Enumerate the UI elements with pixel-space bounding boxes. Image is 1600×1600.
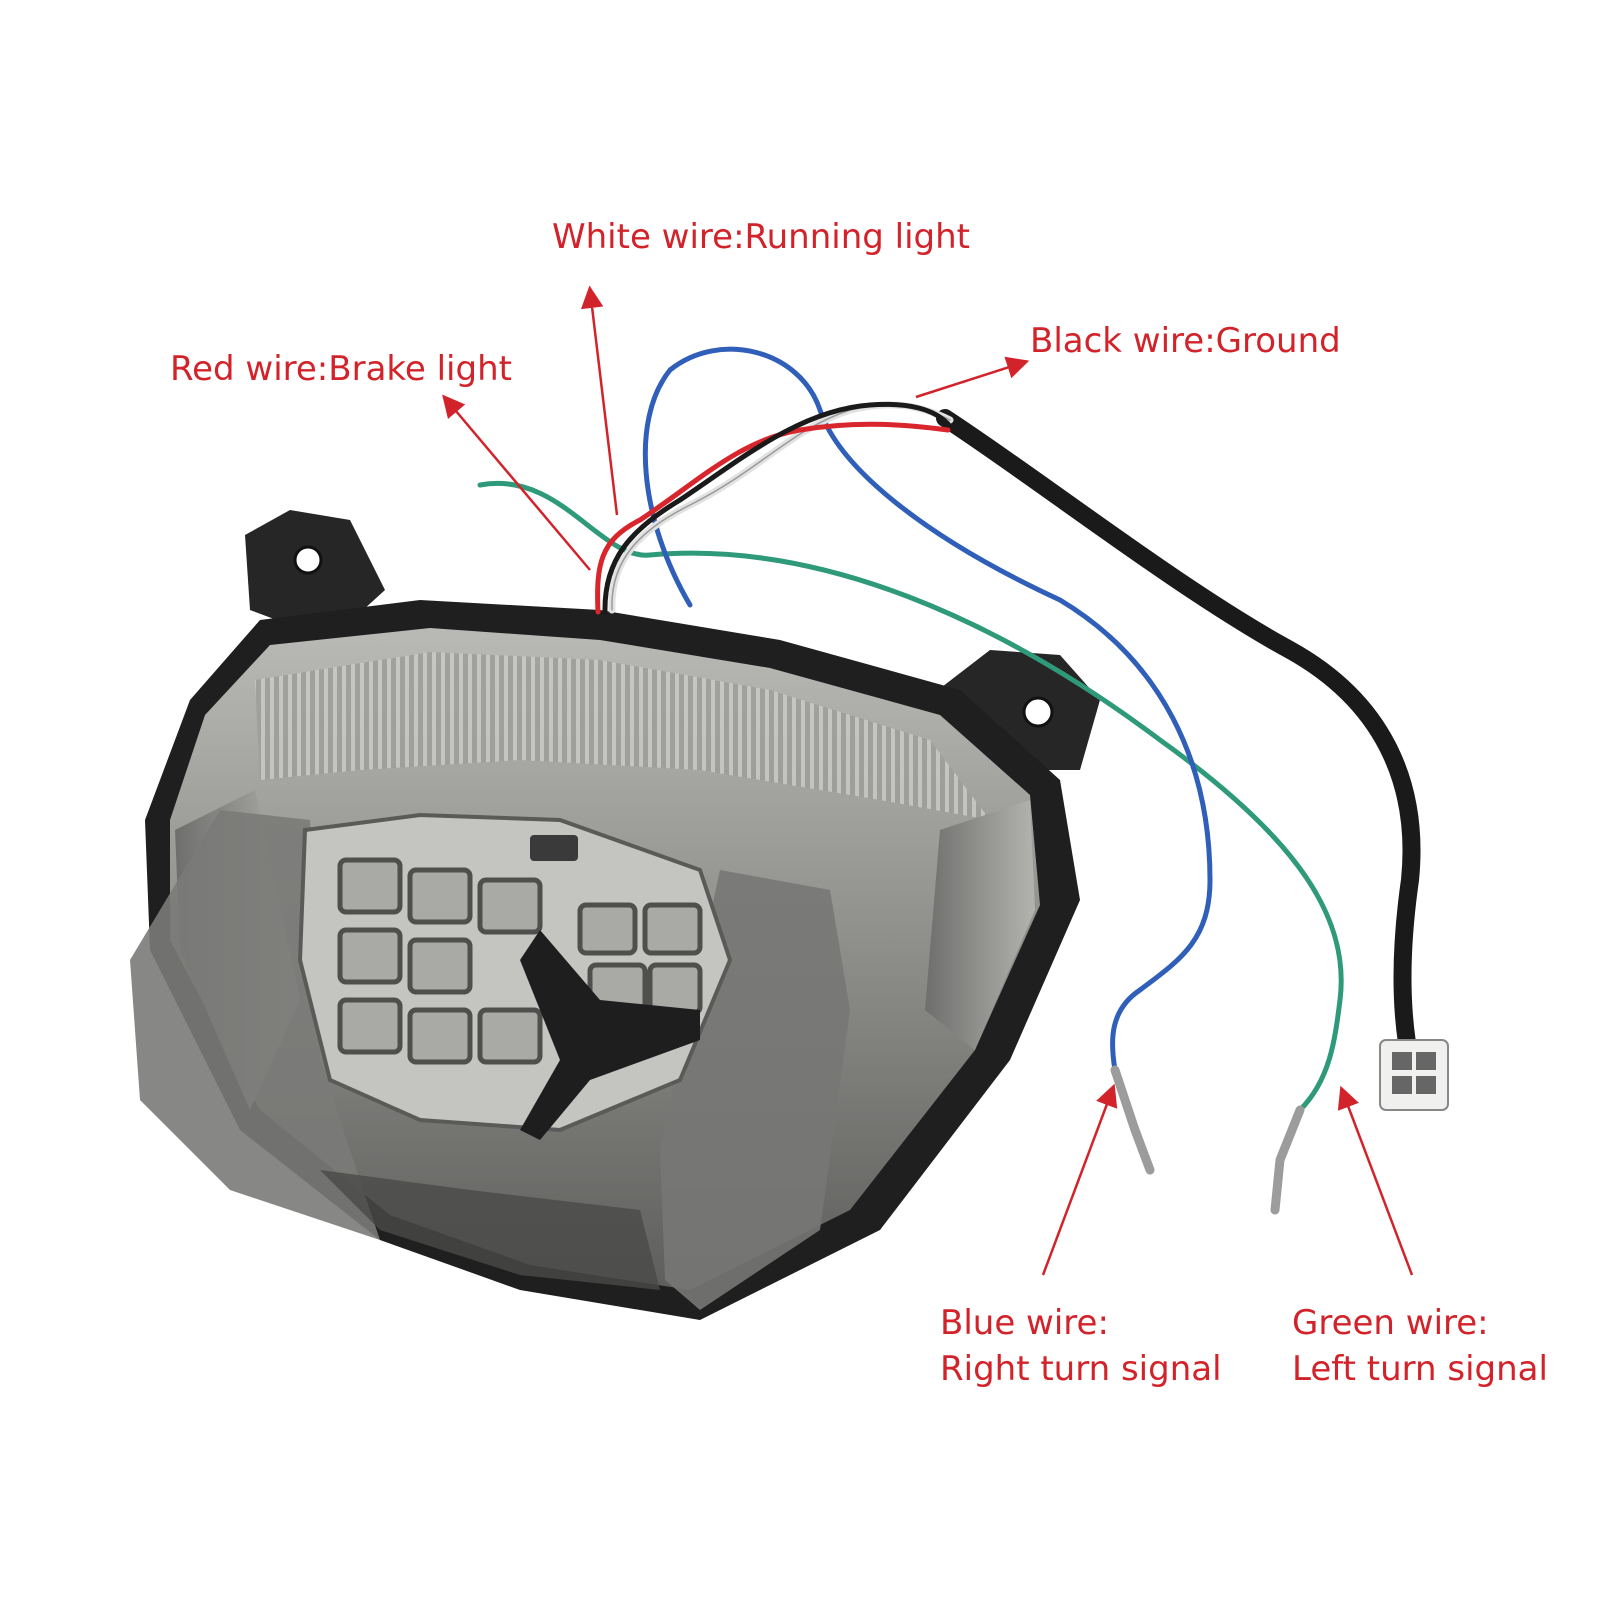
black-wire-label: Black wire:Ground [1030, 318, 1341, 364]
black-wire [602, 401, 951, 615]
right-side-reflector [925, 800, 1035, 1050]
wire-harness [477, 346, 1421, 1113]
wire-connector [1379, 1039, 1449, 1111]
blue-wire-label-line1: Blue wire: [940, 1303, 1109, 1343]
left-mount-hole [293, 545, 323, 575]
green-wire-label-line2: Left turn signal [1292, 1349, 1548, 1389]
left-lens-block [130, 810, 380, 1240]
red-wire-label: Red wire:Brake light [170, 346, 512, 392]
center-clip [530, 835, 578, 861]
v-divider [520, 930, 700, 1140]
blue-wire-label-line2: Right turn signal [940, 1349, 1222, 1389]
black-wire-label-text: Black wire:Ground [1030, 321, 1341, 361]
red-wire-label-text: Red wire:Brake light [170, 349, 512, 389]
blue-arrow [1041, 1083, 1118, 1276]
red-wire [595, 421, 951, 615]
white-wire-label-text: White wire:Running light [552, 217, 971, 257]
green-wire [477, 480, 1344, 1113]
green-arrow [1337, 1085, 1414, 1276]
led-segments [337, 857, 703, 1065]
annotation-arrows [442, 285, 1414, 1276]
white-wire-label: White wire:Running light [552, 214, 970, 260]
left-mounting-tab [245, 510, 385, 640]
red-arrow [442, 394, 591, 571]
right-mount-hole [1022, 696, 1054, 728]
black-arrow [915, 356, 1030, 399]
blue-wire-label: Blue wire: Right turn signal [940, 1300, 1222, 1392]
white-arrow [580, 285, 619, 516]
tail-light-housing [130, 510, 1100, 1320]
blue-wire [642, 346, 1213, 1073]
ribbed-lens-band [255, 652, 990, 820]
green-wire-label-line1: Green wire: [1292, 1303, 1489, 1343]
black-sheathed-cable [936, 409, 1421, 1069]
green-wire-label: Green wire: Left turn signal [1292, 1300, 1548, 1392]
green-wire-terminal [1270, 1105, 1305, 1215]
blue-wire-terminal [1110, 1065, 1155, 1175]
